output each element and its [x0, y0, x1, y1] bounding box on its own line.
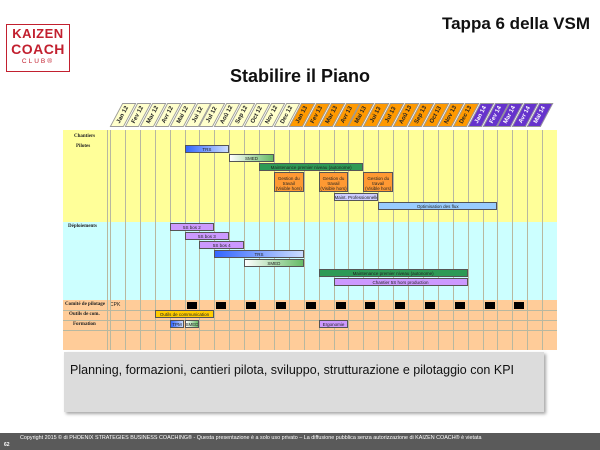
grid-vline — [110, 130, 111, 350]
steering-meeting-marker — [395, 302, 406, 309]
grid-vline — [318, 130, 320, 350]
grid-vline — [139, 130, 141, 350]
steering-meeting-marker — [424, 302, 435, 309]
gantt-bar: 5S bos 2 — [169, 223, 215, 231]
grid-vline — [497, 130, 499, 350]
gantt-bar: Chantier 5S hors production — [333, 278, 468, 286]
grid-vline — [482, 130, 484, 350]
grid-vline — [184, 130, 186, 350]
steering-meeting-marker — [216, 302, 227, 309]
steering-meeting-marker — [454, 302, 465, 309]
footer-bar: Copyright 2015 © di PHOENIX STRATEGIES B… — [0, 433, 600, 450]
gantt-bar: Maintenance premier niveau (autonome) — [318, 269, 468, 277]
gantt-bar: Gestion du travail (Visible hors) — [363, 172, 394, 192]
grid-vline — [154, 130, 156, 350]
logo-line-3: CLUB® — [21, 58, 55, 65]
grid-vline — [244, 130, 246, 350]
grid-vline — [214, 130, 216, 350]
month-label: Mai 14 — [533, 105, 548, 125]
steering-meeting-marker — [305, 302, 316, 309]
grid-hline — [63, 310, 557, 311]
logo-line-1: KAIZEN — [12, 26, 64, 41]
label-formation: Formation — [73, 322, 96, 327]
label-outils: Outils de com. — [69, 312, 100, 317]
grid-vline — [303, 130, 305, 350]
grid-vline — [259, 130, 260, 350]
steering-meeting-marker — [275, 302, 286, 309]
logo-frame — [6, 24, 70, 72]
grid-vline — [437, 130, 439, 350]
gantt-bar: 5S bos 3 — [184, 232, 230, 240]
grid-vline — [542, 130, 544, 350]
grid-vline — [467, 130, 469, 350]
grid-vline — [452, 130, 454, 350]
gantt-bar: SMED — [229, 154, 274, 162]
gantt-bar: Maintenance premier niveau (autonome) — [259, 163, 364, 171]
grid-vline — [363, 130, 365, 350]
grid-vline — [199, 130, 201, 350]
gantt-bar: Maint. Professionnelle — [333, 193, 379, 201]
grid-vline — [169, 130, 171, 350]
steering-meeting-marker — [514, 302, 525, 309]
grid-vline — [408, 130, 409, 350]
steering-meeting-marker — [365, 302, 376, 309]
band-deploiements — [63, 222, 557, 300]
grid-vline — [393, 130, 395, 350]
grid-vline — [333, 130, 335, 350]
gantt-bar: Gestion du travail (Visible hors) — [318, 172, 349, 192]
gantt-bar: TRS — [214, 250, 304, 258]
gantt-chart: Chantiers Pilotes Déploiements Comité de… — [63, 103, 557, 350]
steering-meeting-marker — [484, 302, 495, 309]
grid-vline — [229, 130, 231, 350]
steering-meeting-marker — [246, 302, 257, 309]
copyright-text: Copyright 2015 © di PHOENIX STRATEGIES B… — [20, 435, 482, 441]
grid-hline — [63, 330, 557, 331]
gantt-bar: Gestion du travail (Visible hors) — [273, 172, 304, 192]
steering-meeting-marker — [335, 302, 346, 309]
logo-line-2: COACH — [11, 41, 65, 57]
gantt-bar: SMED — [244, 259, 304, 267]
gantt-bar: Ergonomie — [318, 320, 349, 328]
summary-note: Planning, formazioni, cantieri pilota, s… — [64, 352, 544, 412]
slide-title: Tappa 6 della VSM — [441, 14, 590, 33]
label-divider — [107, 130, 108, 350]
label-cpk: CPK — [110, 302, 121, 308]
grid-vline — [378, 130, 380, 350]
grid-vline — [422, 130, 424, 350]
kaizen-coach-logo: KAIZEN COACH CLUB® — [6, 24, 70, 72]
page-number: 62 — [4, 442, 10, 448]
label-comite: Comité de pilotage — [65, 302, 105, 307]
grid-vline — [288, 130, 290, 350]
grid-hline — [63, 320, 557, 321]
gantt-bar: Optimisation des flux — [378, 202, 498, 210]
gantt-bar: TRS — [184, 145, 230, 153]
grid-vline — [348, 130, 350, 350]
grid-vline — [527, 130, 529, 350]
grid-vline — [273, 130, 275, 350]
grid-vline — [512, 130, 514, 350]
gantt-bar: SMED — [184, 320, 200, 328]
gantt-bar: 5S bos 4 — [199, 241, 245, 249]
gantt-bar: Outils de communication — [154, 310, 215, 318]
label-chantiers: Chantiers — [74, 134, 96, 139]
summary-text: Planning, formazioni, cantieri pilota, s… — [70, 363, 515, 377]
slide-subtitle: Stabilire il Piano — [229, 66, 371, 86]
steering-meeting-marker — [186, 302, 197, 309]
label-deploiements: Déploiements — [68, 224, 97, 229]
label-pilotes: Pilotes — [76, 144, 91, 149]
gantt-bar: TPM — [169, 320, 185, 328]
grid-vline — [124, 130, 126, 350]
